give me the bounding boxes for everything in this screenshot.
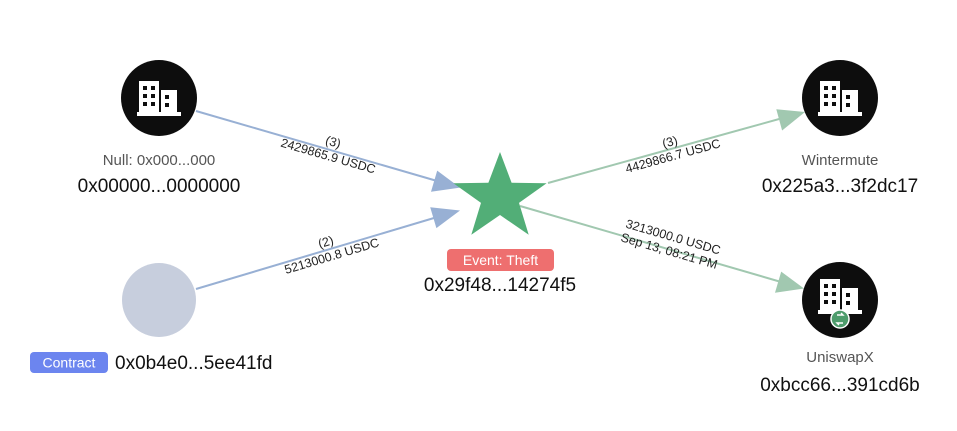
edge-arrowhead: [430, 207, 460, 229]
edge-contract-to-center[interactable]: (2) 5213000.8 USDC: [195, 207, 460, 290]
edge-count-label: (3): [324, 133, 343, 151]
edge-center-to-wintermute[interactable]: (3) 4429866.7 USDC: [547, 109, 805, 184]
wintermute-node-address[interactable]: 0x225a3...3f2dc17: [762, 176, 918, 197]
uniswapx-node[interactable]: UniswapX 0xbcc66...391cd6b: [760, 262, 920, 396]
uniswapx-node-label: UniswapX: [806, 349, 874, 366]
null-node-label: Null: 0x000...000: [103, 152, 216, 169]
edge-count-label: (2): [317, 233, 336, 251]
building-icon: [818, 81, 862, 116]
contract-node[interactable]: Contract 0x0b4e0...5ee41fd: [30, 263, 272, 374]
wintermute-node[interactable]: Wintermute 0x225a3...3f2dc17: [762, 60, 918, 197]
edge-arrowhead: [775, 271, 804, 293]
null-node-address[interactable]: 0x00000...0000000: [78, 176, 241, 197]
edge-line[interactable]: [195, 110, 445, 184]
contract-badge-text: Contract: [43, 355, 96, 371]
edge-count-label: (3): [661, 133, 679, 151]
edge-line[interactable]: [519, 205, 789, 285]
wintermute-node-label: Wintermute: [802, 152, 879, 169]
edge-arrowhead: [431, 170, 460, 192]
center-address[interactable]: 0x29f48...14274f5: [424, 275, 576, 296]
event-badge: [447, 249, 554, 271]
circle-icon[interactable]: [122, 263, 196, 337]
star-icon[interactable]: [453, 152, 547, 235]
uniswapx-node-address[interactable]: 0xbcc66...391cd6b: [760, 375, 920, 396]
center-event-node[interactable]: Event: Theft 0x29f48...14274f5: [424, 152, 576, 296]
contract-node-address[interactable]: 0x0b4e0...5ee41fd: [115, 353, 272, 374]
swap-icon: [830, 309, 850, 329]
edge-line[interactable]: [547, 115, 791, 184]
edge-arrowhead: [776, 109, 805, 131]
null-node[interactable]: Null: 0x000...000 0x00000...0000000: [78, 60, 241, 197]
contract-badge: [30, 352, 108, 373]
event-badge-text: Event: Theft: [463, 252, 538, 268]
edge-line[interactable]: [195, 214, 445, 290]
building-icon: [137, 81, 181, 116]
